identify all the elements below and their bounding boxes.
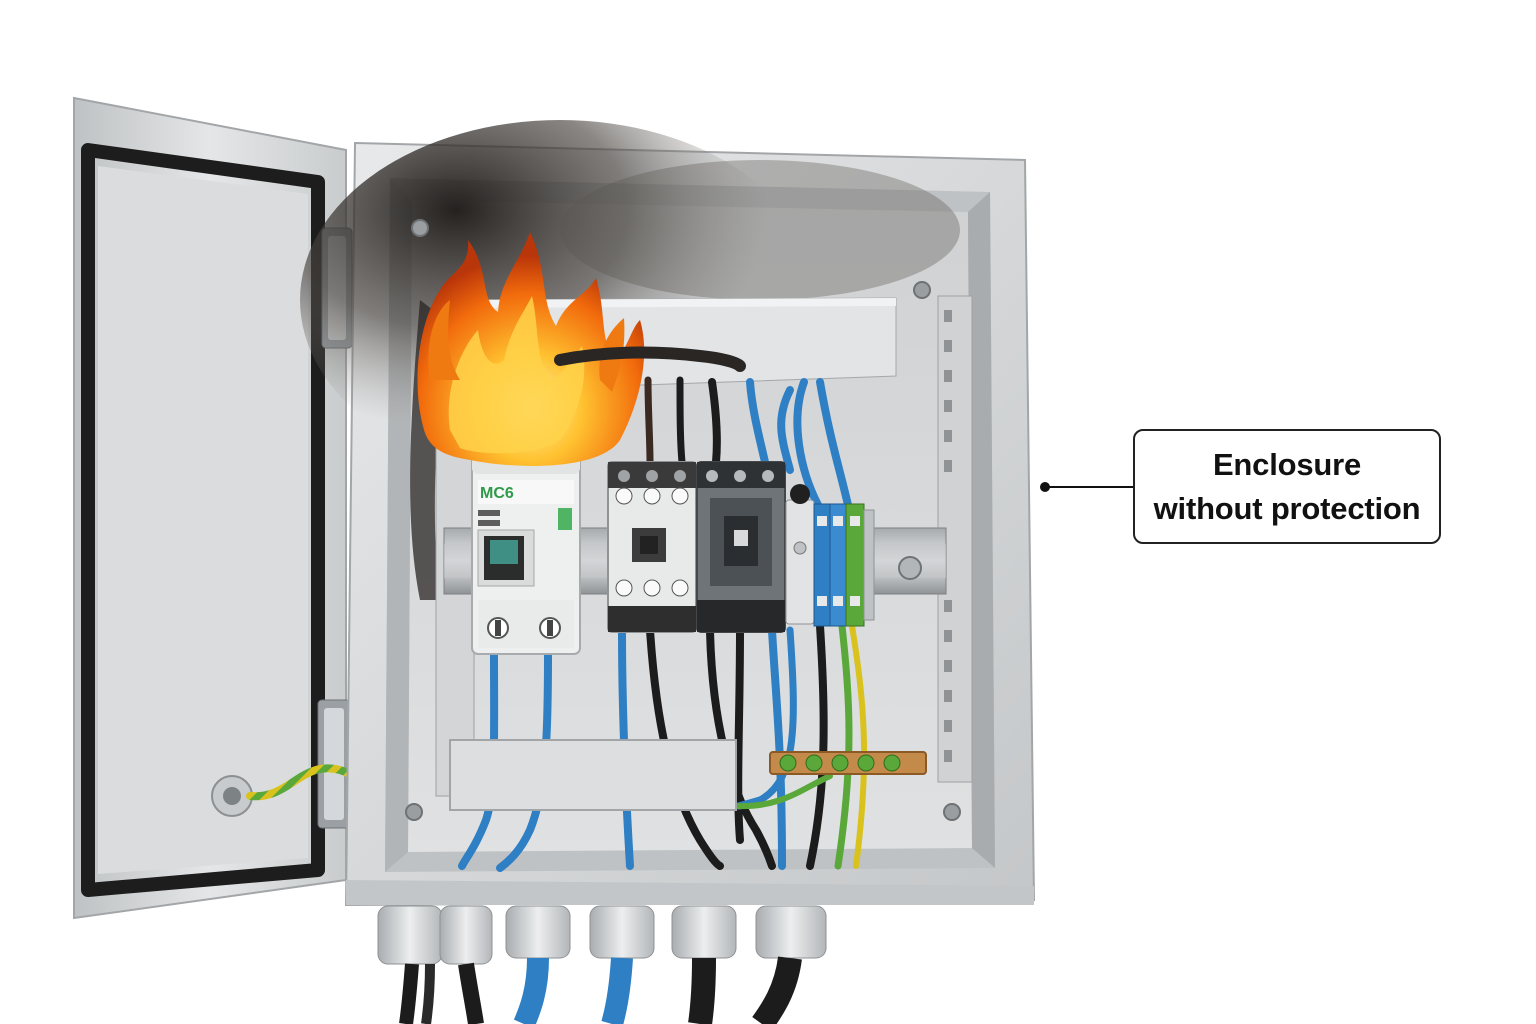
enclosure-bottom-lip [346, 880, 1034, 905]
auxiliary-module [785, 484, 815, 625]
cable-gland [755, 905, 827, 959]
callout-label: Enclosure without protection [1133, 429, 1441, 544]
wiring-top [644, 376, 852, 509]
exit-cables [399, 956, 802, 1024]
cable-gland [377, 905, 443, 965]
breaker-label: MC6 [480, 485, 514, 502]
earth-busbar [769, 751, 927, 775]
fire-flames [417, 232, 645, 466]
terminal-blocks [813, 503, 875, 627]
bottom-wiring-duct [449, 739, 737, 811]
cable-gland [439, 905, 493, 965]
cable-gland [589, 905, 655, 959]
callout-line-1: Enclosure [1212, 446, 1362, 482]
cable-gland [671, 905, 737, 959]
cable-glands [377, 905, 827, 965]
enclosure-door [73, 96, 347, 920]
miniature-circuit-breaker: MC6 [471, 431, 581, 655]
door-hinge-bottom [317, 699, 351, 829]
mounting-screws [405, 219, 961, 821]
charred-cable [554, 346, 746, 372]
callout-leader [1040, 482, 1133, 492]
contactor-grey [696, 461, 786, 633]
door-earth-bolt [211, 775, 253, 817]
cable-gland [505, 905, 571, 959]
contactor-white [607, 461, 697, 633]
callout-line-2: without protection [1153, 490, 1421, 526]
